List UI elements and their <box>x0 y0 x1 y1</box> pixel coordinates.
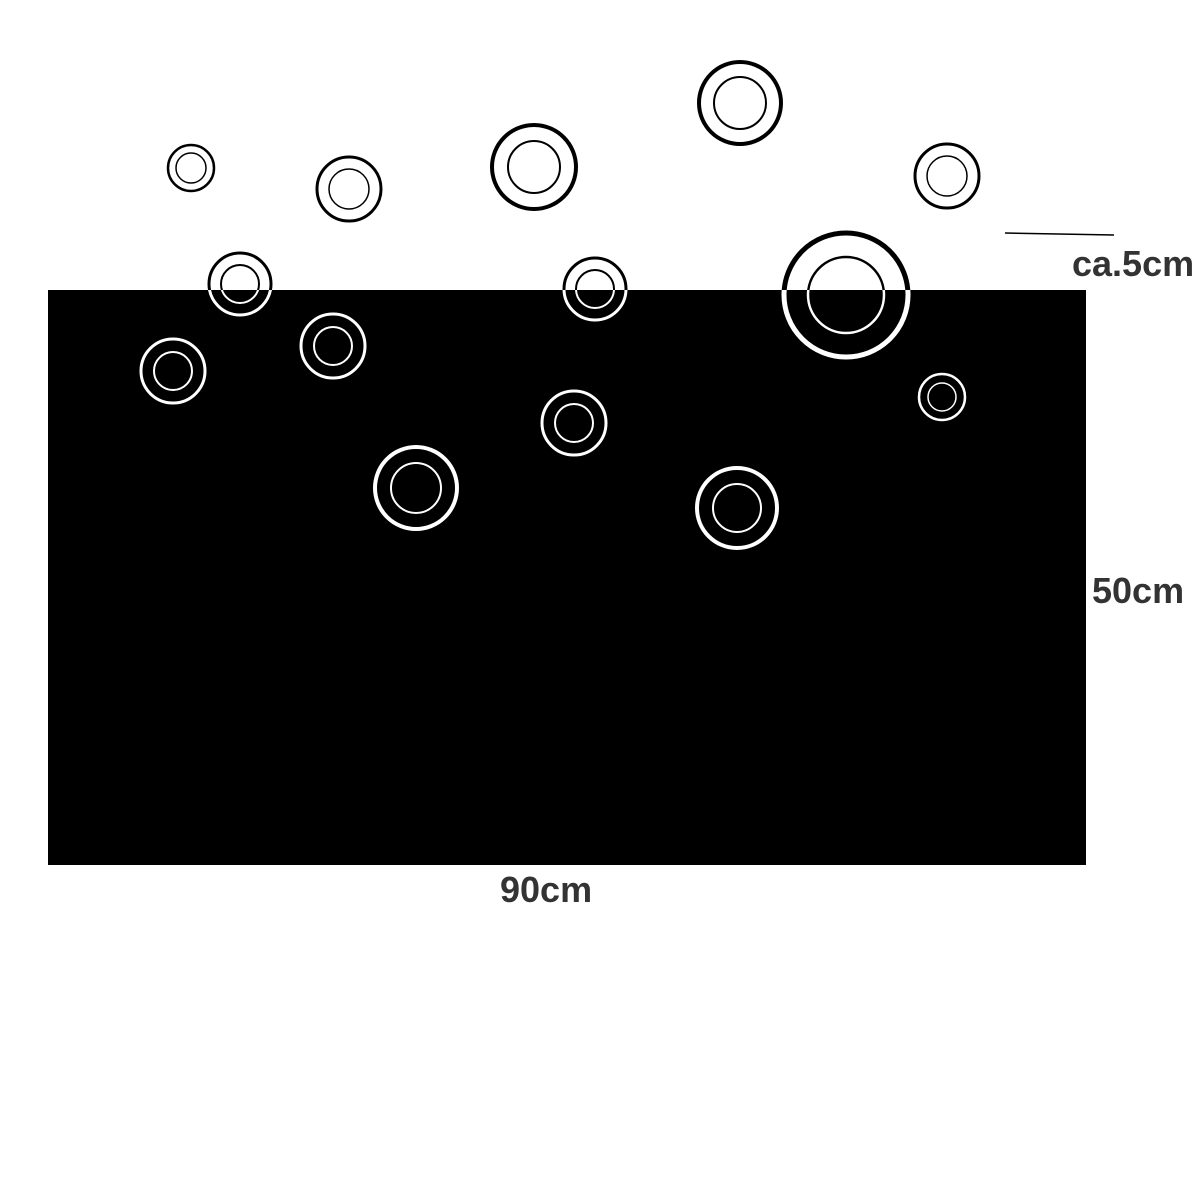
bubble-circle <box>490 123 578 211</box>
bubble-circle <box>315 155 383 223</box>
bubble-circle <box>373 445 459 531</box>
bubble-circle <box>562 290 628 322</box>
bubble-ring <box>781 290 911 360</box>
bubble-ring <box>208 290 272 317</box>
bubble-circle <box>781 230 911 290</box>
bubble-circle <box>575 269 615 290</box>
bubble-circle <box>313 326 353 366</box>
bubble-circle <box>507 140 561 194</box>
bubble-circle <box>913 142 981 210</box>
bubble-circle <box>166 143 216 193</box>
bubble-ring <box>373 445 459 531</box>
bubble-ring <box>697 60 783 146</box>
bubble-circle <box>562 256 628 290</box>
bubble-circle <box>917 372 967 422</box>
bubble-size-label: ca.5cm <box>1072 243 1194 284</box>
bubble-circle <box>139 337 207 405</box>
bubble-ring <box>166 143 216 193</box>
bubble-circle <box>390 462 442 514</box>
bubble-circle <box>781 290 911 360</box>
bubble-circle <box>695 466 779 550</box>
bubble-ring <box>299 312 367 380</box>
bubble-ring <box>207 251 273 290</box>
bubble-circle <box>207 251 273 290</box>
bubble-ring <box>540 389 608 457</box>
bubble-ring <box>781 230 911 290</box>
bubble-ring <box>913 142 981 210</box>
bubble-ring <box>695 466 779 550</box>
bubble-ring <box>315 155 383 223</box>
bubble-circle <box>220 290 260 304</box>
bubble-circle <box>208 290 272 317</box>
bubble-circle <box>540 389 608 457</box>
bubble-circle <box>328 168 370 210</box>
bubble-ring <box>917 372 967 422</box>
bubble-size-indicator-line <box>1004 232 1115 236</box>
bubble-ring <box>139 337 207 405</box>
bubble-circle <box>806 290 886 335</box>
black-panel <box>48 290 1086 865</box>
bubble-circle <box>220 264 260 290</box>
bubble-circle <box>807 255 885 290</box>
bubble-circle <box>575 290 615 309</box>
width-label: 90cm <box>500 869 592 910</box>
bubbles-above-panel <box>166 60 981 290</box>
bubble-circle <box>713 76 767 130</box>
bubble-circle <box>926 155 968 197</box>
bubble-circle <box>554 403 594 443</box>
bubble-circle <box>299 312 367 380</box>
bubble-circle <box>712 483 762 533</box>
bubble-circle <box>927 382 957 412</box>
bubble-circle <box>153 351 193 391</box>
bubble-ring <box>562 256 628 290</box>
height-label: 50cm <box>1092 570 1184 611</box>
bubble-ring <box>562 290 628 322</box>
bubble-circle <box>175 152 207 184</box>
bubble-ring <box>490 123 578 211</box>
bubble-circle <box>697 60 783 146</box>
bubbles-on-panel <box>139 290 967 550</box>
